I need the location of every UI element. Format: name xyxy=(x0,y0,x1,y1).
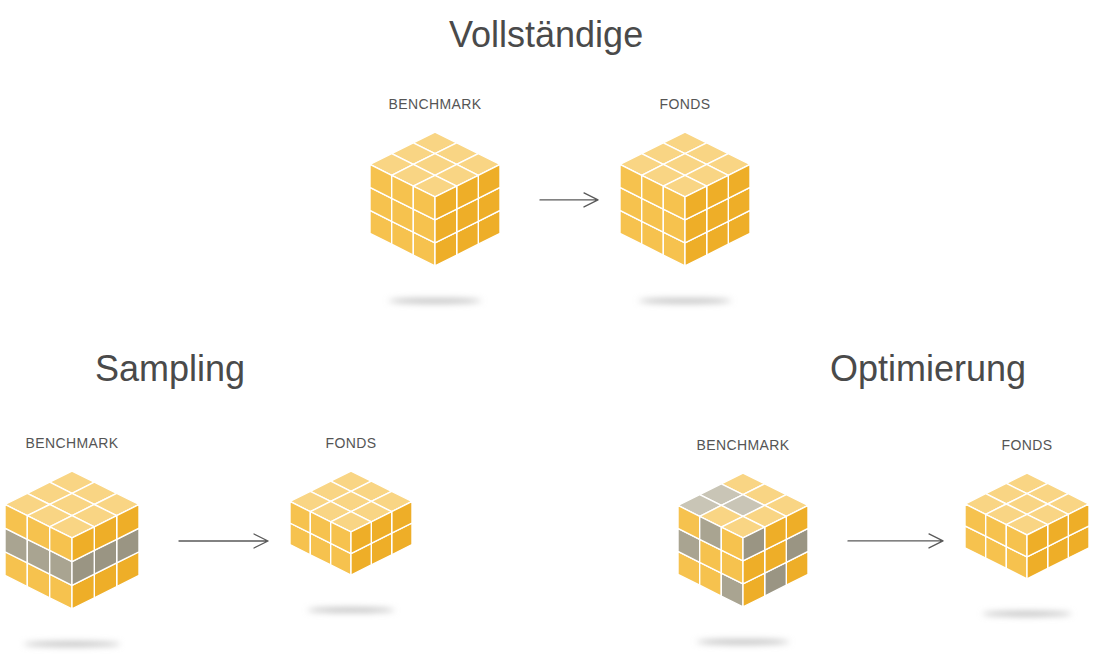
cube-right-cell xyxy=(707,175,729,209)
cube-left-cell xyxy=(413,186,435,220)
cube-shadow xyxy=(982,611,1071,616)
arrow-line xyxy=(540,193,598,207)
cube-right-cell xyxy=(765,516,787,550)
cube-illustration xyxy=(620,131,750,311)
cube-node: BENCHMARK xyxy=(678,436,808,652)
cube-illustration xyxy=(5,470,139,654)
cube-right-cell xyxy=(728,164,750,198)
cube-label: FONDS xyxy=(965,436,1089,454)
cube-left-cell xyxy=(331,522,351,554)
arrow-line xyxy=(179,534,268,548)
cube-right-cell xyxy=(351,522,371,554)
cube-left-cell xyxy=(965,504,986,536)
cube-right-cell xyxy=(371,512,391,544)
cube-left-cell xyxy=(700,516,722,550)
cube-shadow xyxy=(696,639,790,644)
cube-node: BENCHMARK xyxy=(5,434,139,654)
cube-right-cell xyxy=(786,505,808,539)
cube-label: FONDS xyxy=(620,95,750,113)
cube-left-cell xyxy=(721,527,743,561)
cube-right-cell xyxy=(94,516,116,551)
cube-node: FONDS xyxy=(965,436,1089,624)
cube-illustration xyxy=(678,472,808,652)
cube-right-cell xyxy=(435,186,457,220)
cube-label: BENCHMARK xyxy=(370,95,500,113)
cube-shadow xyxy=(388,298,482,303)
cube-left-cell xyxy=(50,527,72,562)
cube-shadow xyxy=(24,642,120,647)
cube-right-cell xyxy=(72,527,94,562)
cube-left-cell xyxy=(678,505,700,539)
cube-node: FONDS xyxy=(620,95,750,311)
cube-right-cell xyxy=(457,175,479,209)
cube-left-cell xyxy=(27,516,49,551)
cube-illustration xyxy=(965,472,1089,624)
cube-label: FONDS xyxy=(290,434,412,452)
cube-right-cell xyxy=(117,504,139,539)
cube-right-cell xyxy=(392,501,412,533)
section-heading: Optimierung xyxy=(830,348,1026,390)
cube-left-cell xyxy=(663,186,685,220)
connector-arrow xyxy=(848,534,943,548)
cube-node: FONDS xyxy=(290,434,412,620)
cube-node: BENCHMARK xyxy=(370,95,500,311)
cube-left-cell xyxy=(642,175,664,209)
cube-illustration xyxy=(370,131,500,311)
cube-shadow xyxy=(638,298,732,303)
arrow-line xyxy=(848,534,943,548)
cube-right-cell xyxy=(685,186,707,220)
cube-illustration xyxy=(290,470,412,620)
cube-left-cell xyxy=(370,164,392,198)
cube-label: BENCHMARK xyxy=(678,436,808,454)
cube-right-cell xyxy=(1068,504,1089,536)
cube-left-cell xyxy=(290,501,310,533)
cube-left-cell xyxy=(392,175,414,209)
cube-label: BENCHMARK xyxy=(5,434,139,452)
cube-left-cell xyxy=(5,504,27,539)
cube-right-cell xyxy=(1048,514,1069,546)
connector-arrow xyxy=(540,193,598,207)
cube-left-cell xyxy=(986,514,1007,546)
section-heading: Sampling xyxy=(95,348,245,390)
cube-left-cell xyxy=(1006,525,1027,557)
cube-left-cell xyxy=(620,164,642,198)
cube-right-cell xyxy=(1027,525,1048,557)
section-heading: Vollständige xyxy=(449,14,643,56)
cube-left-cell xyxy=(310,512,330,544)
cube-right-cell xyxy=(478,164,500,198)
cube-right-cell xyxy=(743,527,765,561)
cube-shadow xyxy=(307,608,395,613)
connector-arrow xyxy=(179,534,268,548)
